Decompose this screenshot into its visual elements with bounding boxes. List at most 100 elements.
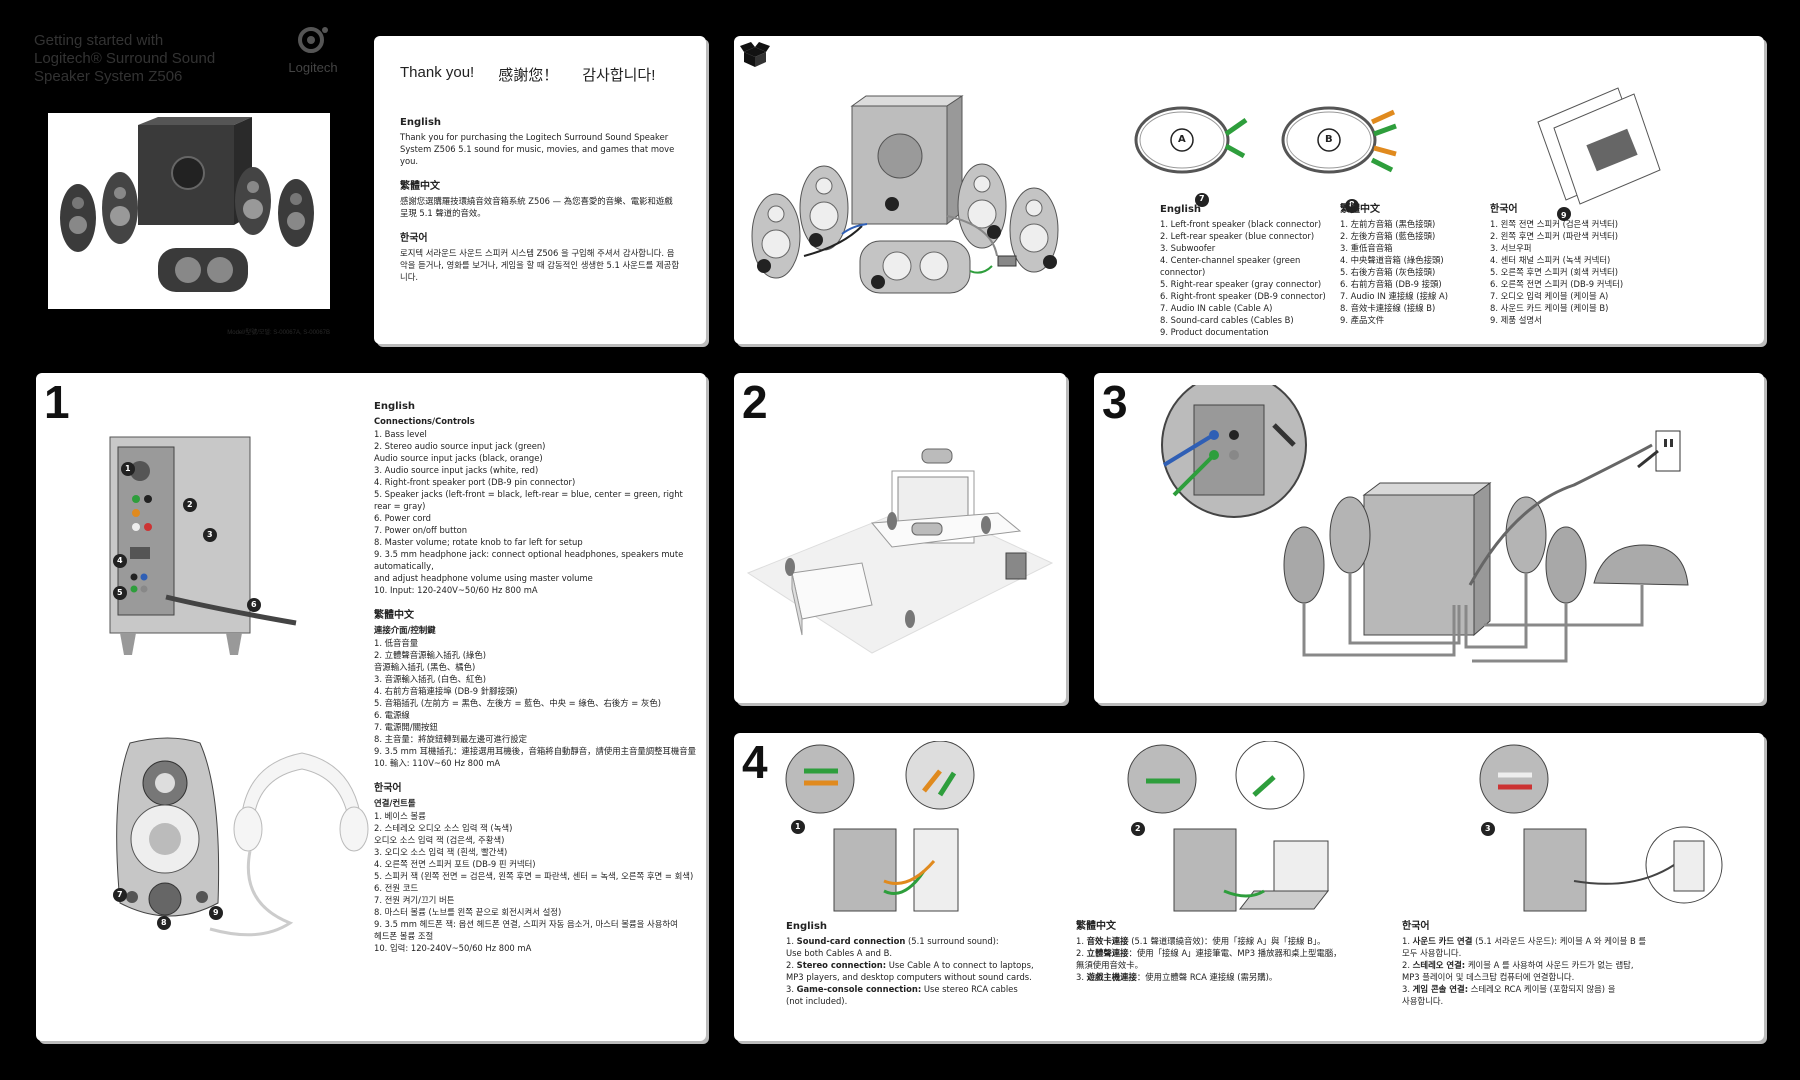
model-number: Model/型號/모델: S-00067A, S-00067B [227, 330, 330, 336]
list-item: 3. 重低音音箱 [1340, 243, 1393, 253]
list-item: 8. Master volume; rotate knob to far lef… [374, 537, 583, 547]
right-front-speaker-illustration [113, 737, 369, 937]
list-item: 9. 제품 설명서 [1490, 315, 1542, 325]
thank-you-panel: Thank you! 感謝您！ 감사합니다! English Thank you… [374, 36, 706, 344]
list-item: 1. 왼쪽 전면 스피커 (검은색 커넥터) [1490, 219, 1619, 229]
list-item: 4. 中央聲道音箱 (綠色接頭) [1340, 255, 1444, 265]
list-item: 3. 遊戲主機連接：使用立體聲 RCA 連接線 (需另購)。 [1076, 972, 1278, 982]
list-item: 5. 音箱插孔 (左前方 = 黑色、左後方 = 藍色、中央 = 綠色、右後方 =… [374, 698, 661, 708]
list-item: 3. 오디오 소스 입력 잭 (흰색, 빨간색) [374, 847, 508, 857]
list-item: 7. 오디오 입력 케이블 (케이블 A) [1490, 291, 1609, 301]
thanks-section-chinese: 繁體中文 感謝您選購羅技環繞音效音箱系統 Z506 — 為您喜愛的音樂、電影和遊… [400, 181, 673, 218]
list-item: 7. Audio IN cable (Cable A) [1160, 303, 1273, 313]
list-item: 1. 베이스 볼륨 [374, 811, 426, 821]
thanks-section-english: English Thank you for purchasing the Log… [400, 117, 675, 166]
list-item: 8. Sound-card cables (Cables B) [1160, 315, 1294, 325]
list-item: 2. 左後方音箱 (藍色接頭) [1340, 231, 1436, 241]
step1-section-korean: 한국어 연결/컨트롤 1. 베이스 볼륨 2. 스테레오 오디오 소스 입력 잭… [374, 783, 699, 954]
list-item: 5. 오른쪽 후면 스피커 (회색 커넥터) [1490, 267, 1619, 277]
room-placement-illustration [746, 448, 1054, 654]
callout-labels-box: 1 2 3 4 5 6 [761, 229, 1053, 316]
list-item: 1. 左前方音箱 (黑色接頭) [1340, 219, 1436, 229]
list-item: 2. Left-rear speaker (blue connector) [1160, 231, 1315, 241]
list-item: 4. Right-front speaker port (DB-9 pin co… [374, 477, 576, 487]
list-item: 6. 전원 코드 [374, 883, 419, 893]
list-item: 4. Center-channel speaker (green connect… [1160, 255, 1301, 277]
list-item: 4. 센터 채널 스피커 (녹색 커넥터) [1490, 255, 1611, 265]
list-item: 7. 電源開/關按鈕 [374, 722, 438, 732]
step-2-panel: 2 [734, 373, 1066, 703]
list-item: 9. Product documentation [1160, 327, 1269, 337]
list-item: 3. Game-console connection: Use stereo R… [786, 984, 1018, 1006]
speaker-callout-labels: 7 8 9 [117, 890, 219, 927]
logitech-logo-icon [298, 27, 328, 53]
step-4-panel: 4 1 2 3 English 1. Sound-car [734, 733, 1764, 1041]
list-item: 7. Power on/off button [374, 525, 468, 535]
list-item: 1. 低音音量 [374, 638, 419, 648]
list-item: 6. 電源線 [374, 710, 410, 720]
step1-section-chinese: 繁體中文 連接介面/控制鍵 1. 低音音量 2. 立體聲音源輸入插孔 (綠色) … [374, 610, 699, 769]
list-item: 5. Speaker jacks (left-front = black, le… [374, 489, 683, 511]
cable-labels: A B 7 8 [1178, 134, 1355, 209]
connection-illustration [1161, 385, 1689, 663]
subwoofer-callouts [113, 462, 261, 612]
list-item: 3. 게임 콘솔 연결: 스테레오 RCA 케이블 (포함되지 않음) 을 사용… [1402, 984, 1616, 1006]
list-item: 9. 3.5 mm headphone jack: connect option… [374, 549, 684, 583]
step-number: 3 [1102, 376, 1128, 428]
power-outlet-icon [1637, 430, 1681, 472]
list-item: 3. 서브우퍼 [1490, 243, 1532, 253]
step4-callout-1: 1 [795, 822, 801, 831]
speaker-callouts [113, 888, 223, 930]
thank-you-heading: Thank you! 感謝您！ 감사합니다! [400, 64, 656, 84]
subwoofer-back-illustration [109, 436, 297, 655]
game-console-connection-illustration [1479, 744, 1723, 912]
documentation-illustration [1537, 87, 1661, 221]
box-list-korean: 한국어 1. 왼쪽 전면 스피커 (검은색 커넥터) 2. 왼쪽 후면 스피커 … [1490, 204, 1690, 326]
list-item: 6. Right-front speaker (DB-9 connector) [1160, 291, 1326, 301]
list-item: 1. Sound-card connection (5.1 surround s… [786, 936, 999, 958]
list-item: 9. 3.5 mm 헤드폰 잭: 옵션 헤드폰 연결, 스피커 자동 음소거, … [374, 919, 678, 941]
box-contents-panel: 1 2 3 4 5 6 A B 7 8 9 English [734, 36, 1764, 344]
list-item: 1. 사운드 카드 연결 (5.1 서라운드 사운드): 케이블 A 와 케이블… [1402, 936, 1647, 958]
list-item: 7. Audio IN 連接線 (接線 A) [1340, 291, 1448, 301]
step-number: 4 [742, 736, 768, 788]
list-item: 8. 主音量：將旋鈕轉到最左邊可進行設定 [374, 734, 528, 744]
cover-product-photo [48, 113, 330, 309]
list-item: 1. Left-front speaker (black connector) [1160, 219, 1322, 229]
list-item: 8. 音效卡連接線 (接線 B) [1340, 303, 1436, 313]
list-item: 6. Power cord [374, 513, 431, 523]
speaker-set-illustration [751, 95, 1059, 294]
list-item: 5. 스피커 잭 (왼쪽 전면 = 검은색, 왼쪽 후면 = 파란색, 센터 =… [374, 871, 694, 881]
list-item: 10. Input: 120-240V~50/60 Hz 800 mA [374, 585, 538, 595]
list-item: 9. 產品文件 [1340, 315, 1385, 325]
step1-section-english: English Connections/Controls 1. Bass lev… [374, 401, 699, 596]
list-item: 5. Right-rear speaker (gray connector) [1160, 279, 1322, 289]
callout-9: 9 [1561, 211, 1567, 220]
box-list-english: English 1. Left-front speaker (black con… [1160, 204, 1330, 338]
step4-callout-3: 3 [1485, 824, 1491, 833]
list-item: 3. 音源輸入插孔 (白色、紅色) [374, 674, 486, 684]
list-item: 2. 立體聲音源輸入插孔 (綠色) 音源輸入插孔 (黑色、橘色) [374, 650, 486, 672]
step4-text-english: English 1. Sound-card connection (5.1 su… [786, 921, 1036, 1007]
cables-illustration [1134, 106, 1397, 213]
list-item: 10. 입력: 120-240V~50/60 Hz 800 mA [374, 943, 532, 953]
list-item: 2. Stereo audio source input jack (green… [374, 441, 546, 463]
list-item: 7. 전원 켜기/끄기 버튼 [374, 895, 455, 905]
list-item: 4. 오른쪽 전면 스피커 포트 (DB-9 핀 커넥터) [374, 859, 536, 869]
item-callouts [757, 197, 1057, 289]
box-icon [740, 42, 770, 67]
thanks-section-korean: 한국어 로지텍 서라운드 사운드 스피커 시스템 Z506 을 구입해 주셔서 … [400, 233, 680, 282]
list-item: 3. Subwoofer [1160, 243, 1216, 253]
list-item: 5. 右後方音箱 (灰色接頭) [1340, 267, 1436, 277]
list-item: 1. Bass level [374, 429, 427, 439]
step4-text-korean: 한국어 1. 사운드 카드 연결 (5.1 서라운드 사운드): 케이블 A 와… [1402, 921, 1702, 1007]
step-number: 2 [742, 376, 768, 428]
list-item: 2. 왼쪽 후면 스피커 (파란색 커넥터) [1490, 231, 1619, 241]
step4-callout-2: 2 [1135, 824, 1141, 833]
list-item: 8. 사운드 카드 케이블 (케이블 B) [1490, 303, 1609, 313]
list-item: 6. 오른쪽 전면 스피커 (DB-9 커넥터) [1490, 279, 1624, 289]
list-item: 2. 立體聲連接：使用「接線 A」連接筆電、MP3 播放器和桌上型電腦， 無須使… [1076, 948, 1342, 970]
cover-title: Getting started with Logitech® Surround … [34, 32, 216, 85]
list-item: 1. 音效卡連接 (5.1 聲道環繞音效)：使用「接線 A」與「接線 B」。 [1076, 936, 1326, 946]
stereo-connection-illustration [1127, 741, 1330, 912]
